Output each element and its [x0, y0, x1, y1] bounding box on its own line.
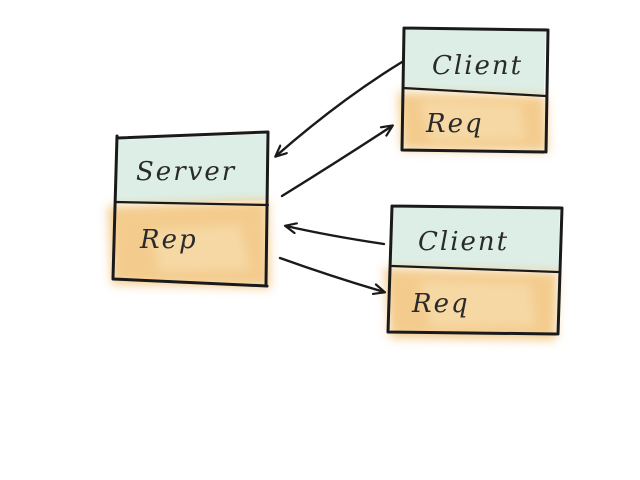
client-top-bottom-fill-light [420, 100, 526, 142]
client-top-node: Client Req [398, 26, 550, 154]
server-node: Server Rep [108, 130, 270, 288]
client-bottom-top-label: Client [418, 227, 509, 257]
arrow-server-to-client-top [280, 126, 392, 198]
server-divider [113, 200, 270, 207]
client-bottom-node: Client Req [384, 204, 564, 340]
server-top-fill [116, 134, 268, 204]
client-top-bottom-label: Req [425, 109, 484, 139]
client-bottom-bottom-fill-light [420, 280, 536, 328]
client-bottom-top-fill [390, 206, 560, 270]
server-top-label: Server [136, 157, 236, 187]
client-top-divider [401, 86, 548, 98]
arrow-client-top-to-server [276, 60, 404, 156]
arrow-server-to-client-bottom [278, 256, 384, 292]
client-bottom-divider [390, 264, 560, 274]
client-bottom-bottom-label: Req [411, 289, 470, 319]
server-bottom-fill-light [150, 225, 250, 272]
server-bottom-label: Rep [139, 225, 198, 255]
client-top-top-label: Client [432, 51, 523, 81]
arrow-client-bottom-to-server [286, 226, 386, 246]
client-bottom-outline [386, 204, 564, 336]
server-outline [111, 130, 270, 288]
client-top-top-fill [402, 28, 546, 94]
